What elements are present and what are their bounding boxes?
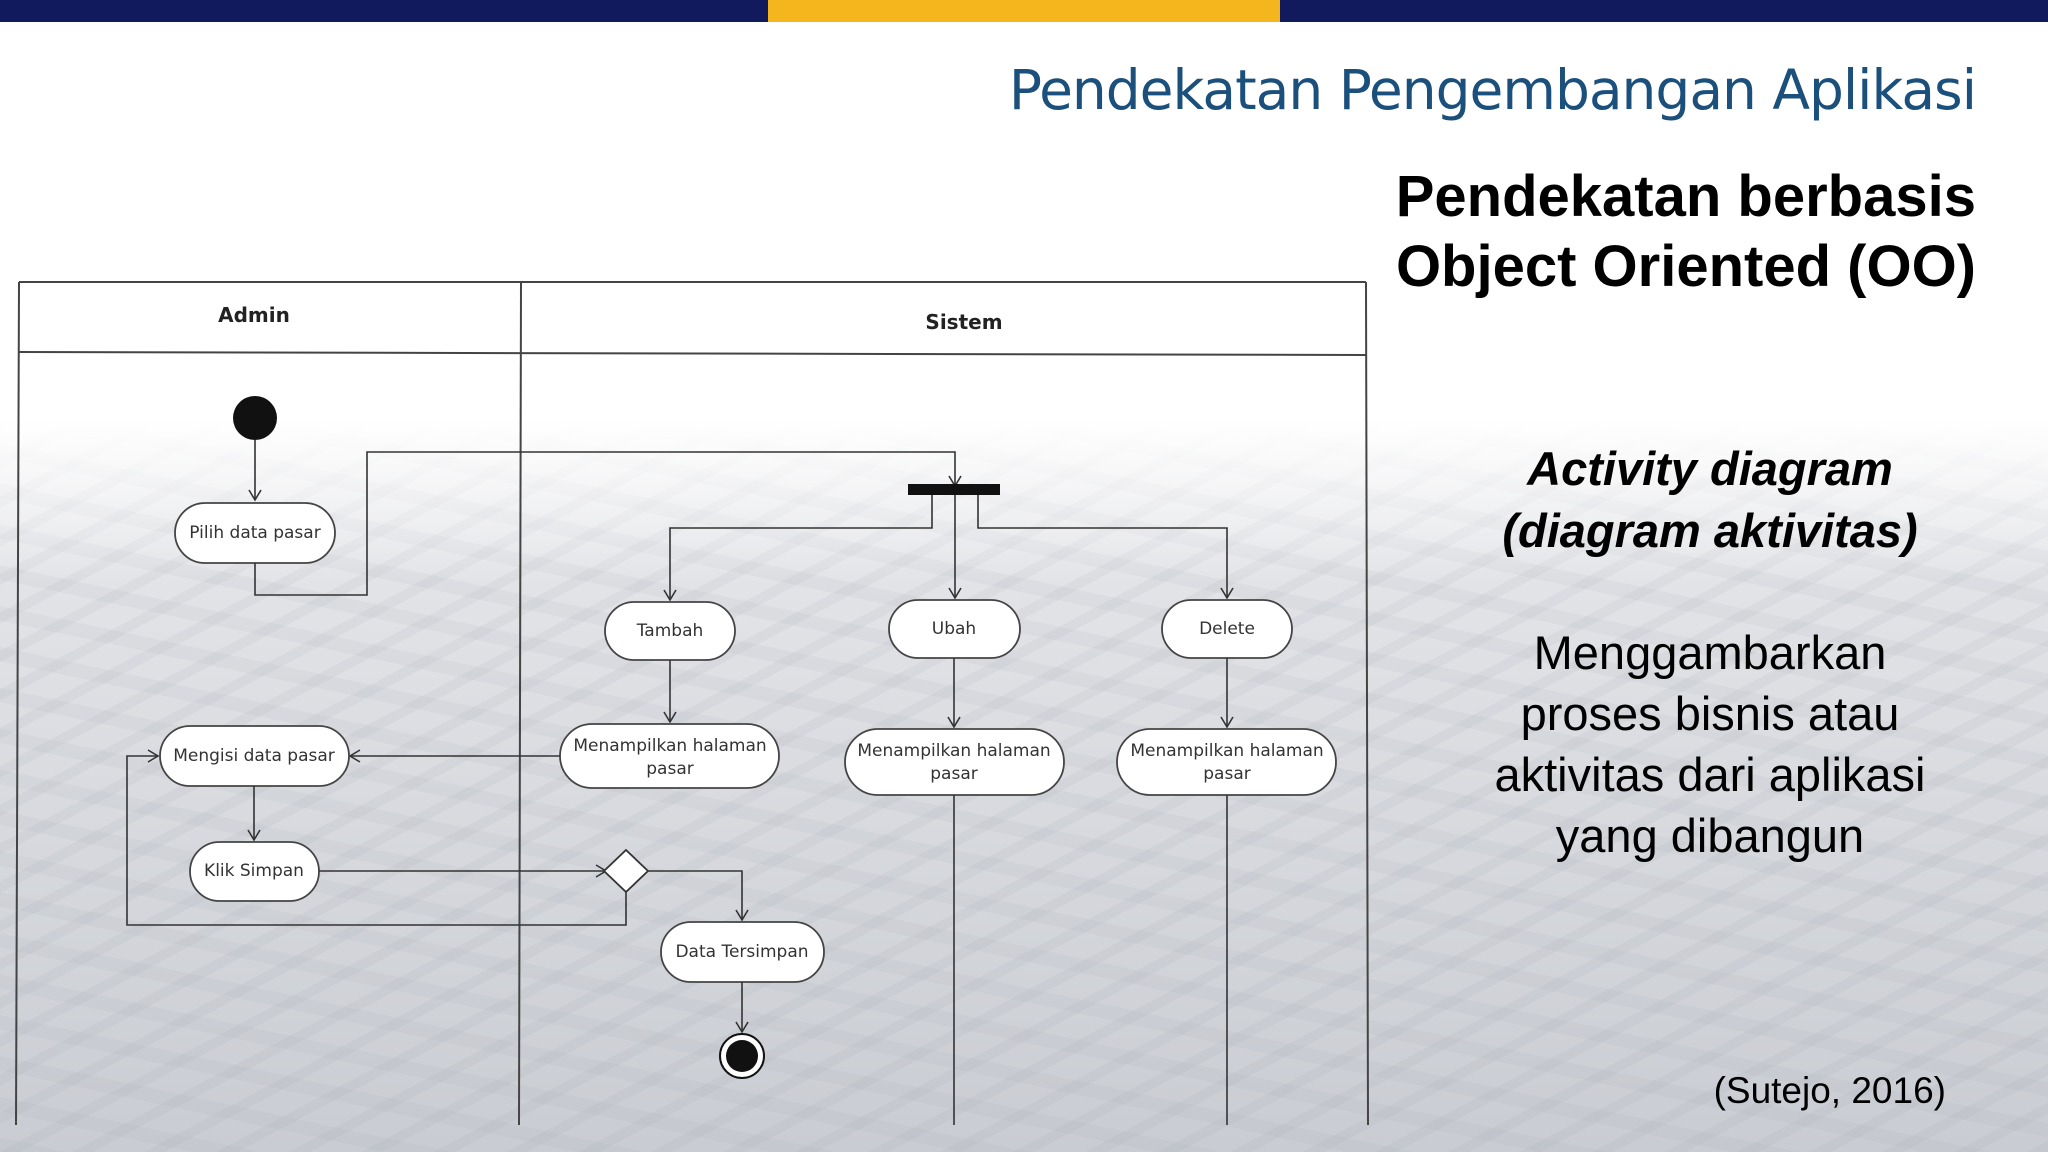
- top-bar-gold: [768, 0, 1280, 22]
- activity-label-line-2: pasar: [646, 759, 693, 779]
- activity-delete: Delete: [1161, 599, 1293, 659]
- swimlane-header-divider: [18, 351, 1367, 356]
- lane-title-sistem: Sistem: [925, 310, 1002, 334]
- activity-diagram: Admin Sistem Pilih data pasar Tambah Uba…: [15, 281, 1369, 1126]
- swimlane-left-border: [15, 281, 20, 1126]
- edge-fork-to-delete: [977, 495, 1234, 600]
- activity-label: Tambah: [636, 621, 704, 641]
- caption-heading: Activity diagram (diagram aktivitas): [1400, 438, 2020, 562]
- caption-heading-line-1: Activity diagram: [1527, 442, 1893, 495]
- activity-data-tersimpan: Data Tersimpan: [660, 921, 825, 983]
- top-bar-navy-right: [1280, 0, 2048, 22]
- citation: (Sutejo, 2016): [1713, 1070, 1946, 1111]
- activity-klik-simpan: Klik Simpan: [189, 841, 320, 902]
- caption-body: Menggambarkan proses bisnis atau aktivit…: [1400, 622, 2020, 866]
- caption-body-line-4: yang dibangun: [1555, 809, 1865, 862]
- decision-node: [602, 848, 650, 894]
- activity-label-line-2: pasar: [930, 764, 977, 784]
- activity-label-line-1: Menampilkan halaman: [857, 741, 1050, 761]
- activity-mengisi-data-pasar: Mengisi data pasar: [159, 725, 350, 787]
- initial-node: [233, 396, 277, 440]
- subtitle-line-2: Object Oriented (OO): [1395, 234, 1976, 299]
- lane-title-admin: Admin: [218, 303, 290, 327]
- fork-bar: [908, 484, 1000, 495]
- activity-label: Delete: [1199, 619, 1255, 639]
- edge-pilih-to-fork: [254, 451, 962, 596]
- caption-heading-line-2: (diagram aktivitas): [1502, 504, 1918, 557]
- activity-label: Ubah: [932, 619, 976, 639]
- caption-body-line-2: proses bisnis atau: [1520, 687, 1900, 740]
- activity-menampilkan-halaman-tambah: Menampilkan halaman pasar: [559, 723, 780, 789]
- caption-body-line-3: aktivitas dari aplikasi: [1494, 748, 1926, 801]
- activity-label-line-1: Menampilkan halaman: [1130, 741, 1323, 761]
- activity-label: Klik Simpan: [204, 861, 304, 881]
- final-node: [719, 1033, 765, 1079]
- activity-label: Data Tersimpan: [675, 942, 808, 962]
- edge-decision-back-to-mengisi: [126, 749, 627, 926]
- swimlane-right-border: [1365, 281, 1369, 1126]
- edge-fork-to-tambah: [663, 495, 933, 602]
- caption-body-line-1: Menggambarkan: [1533, 626, 1887, 679]
- edge-decision-to-saved: [648, 870, 749, 922]
- activity-tambah: Tambah: [604, 601, 736, 661]
- slide-title: Pendekatan Pengembangan Aplikasi: [1008, 58, 1977, 122]
- swimlane-middle-divider: [518, 281, 522, 1126]
- activity-label: Mengisi data pasar: [173, 746, 335, 766]
- activity-menampilkan-halaman-ubah: Menampilkan halaman pasar: [844, 728, 1065, 796]
- activity-ubah: Ubah: [888, 599, 1021, 659]
- activity-pilih-data-pasar: Pilih data pasar: [174, 502, 336, 564]
- activity-label-line-1: Menampilkan halaman: [573, 736, 766, 756]
- subtitle: Pendekatan berbasis Object Oriented (OO): [1396, 162, 1976, 302]
- activity-label-line-2: pasar: [1203, 764, 1250, 784]
- activity-menampilkan-halaman-delete: Menampilkan halaman pasar: [1116, 728, 1337, 796]
- activity-label: Pilih data pasar: [189, 523, 320, 543]
- subtitle-line-1: Pendekatan berbasis: [1395, 164, 1976, 229]
- top-accent-bar: [0, 0, 2048, 22]
- top-bar-navy-left: [0, 0, 768, 22]
